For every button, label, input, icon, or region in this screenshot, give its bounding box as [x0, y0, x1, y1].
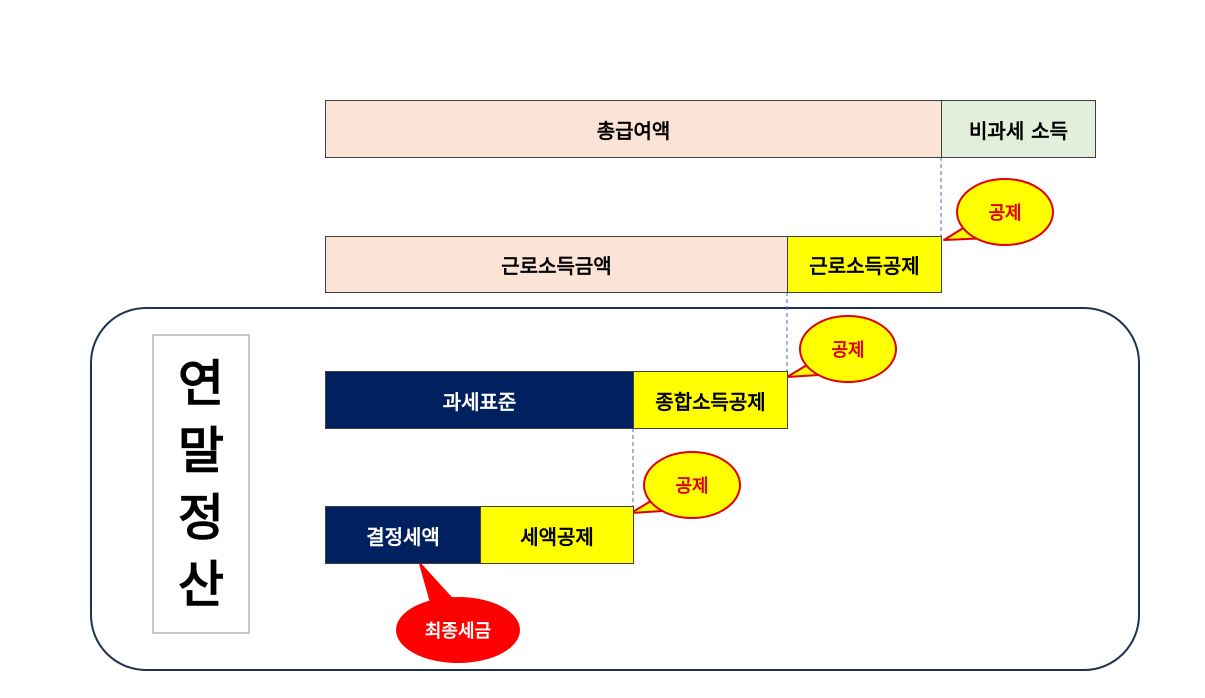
- title-char-1: 연: [178, 354, 224, 413]
- final-tax-callout: [396, 560, 520, 663]
- deduction-callout-1: [943, 178, 1054, 246]
- earned-income-deduction-label: 근로소득공제: [809, 254, 920, 278]
- tax-base-label: 과세표준: [442, 389, 517, 414]
- title-char-2: 말: [178, 421, 224, 480]
- non-taxable-income-label: 비과세 소득: [969, 118, 1068, 143]
- comprehensive-income-deduction-label: 종합소득공제: [655, 389, 766, 414]
- earned-income-label: 근로소득금액: [501, 254, 612, 278]
- total-salary-label: 총급여액: [596, 118, 671, 143]
- deduction-callout-2-text: 공제: [831, 340, 865, 361]
- settlement-frame: [90, 307, 1140, 671]
- earned-income-deduction-box: 근로소득공제: [787, 236, 942, 293]
- total-salary-box: 총급여액: [325, 100, 942, 158]
- vertical-title: 연 말 정 산: [152, 334, 250, 634]
- determined-tax-box: 결정세액: [325, 506, 481, 564]
- tax-base-box: 과세표준: [325, 371, 634, 429]
- deduction-callout-2: [786, 315, 897, 383]
- deduction-callout-1-text: 공제: [988, 203, 1022, 224]
- title-char-3: 정: [178, 488, 224, 547]
- determined-tax-label: 결정세액: [366, 524, 440, 549]
- deduction-callout-3: [630, 451, 741, 519]
- comprehensive-income-deduction-box: 종합소득공제: [633, 371, 788, 429]
- title-char-4: 산: [178, 555, 224, 614]
- earned-income-box: 근로소득금액: [325, 236, 788, 293]
- final-tax-callout-text: 최종세금: [424, 621, 492, 642]
- tax-credit-box: 세액공제: [480, 506, 634, 564]
- non-taxable-income-box: 비과세 소득: [941, 100, 1096, 158]
- deduction-callout-3-text: 공제: [675, 476, 709, 497]
- tax-credit-label: 세액공제: [520, 524, 594, 549]
